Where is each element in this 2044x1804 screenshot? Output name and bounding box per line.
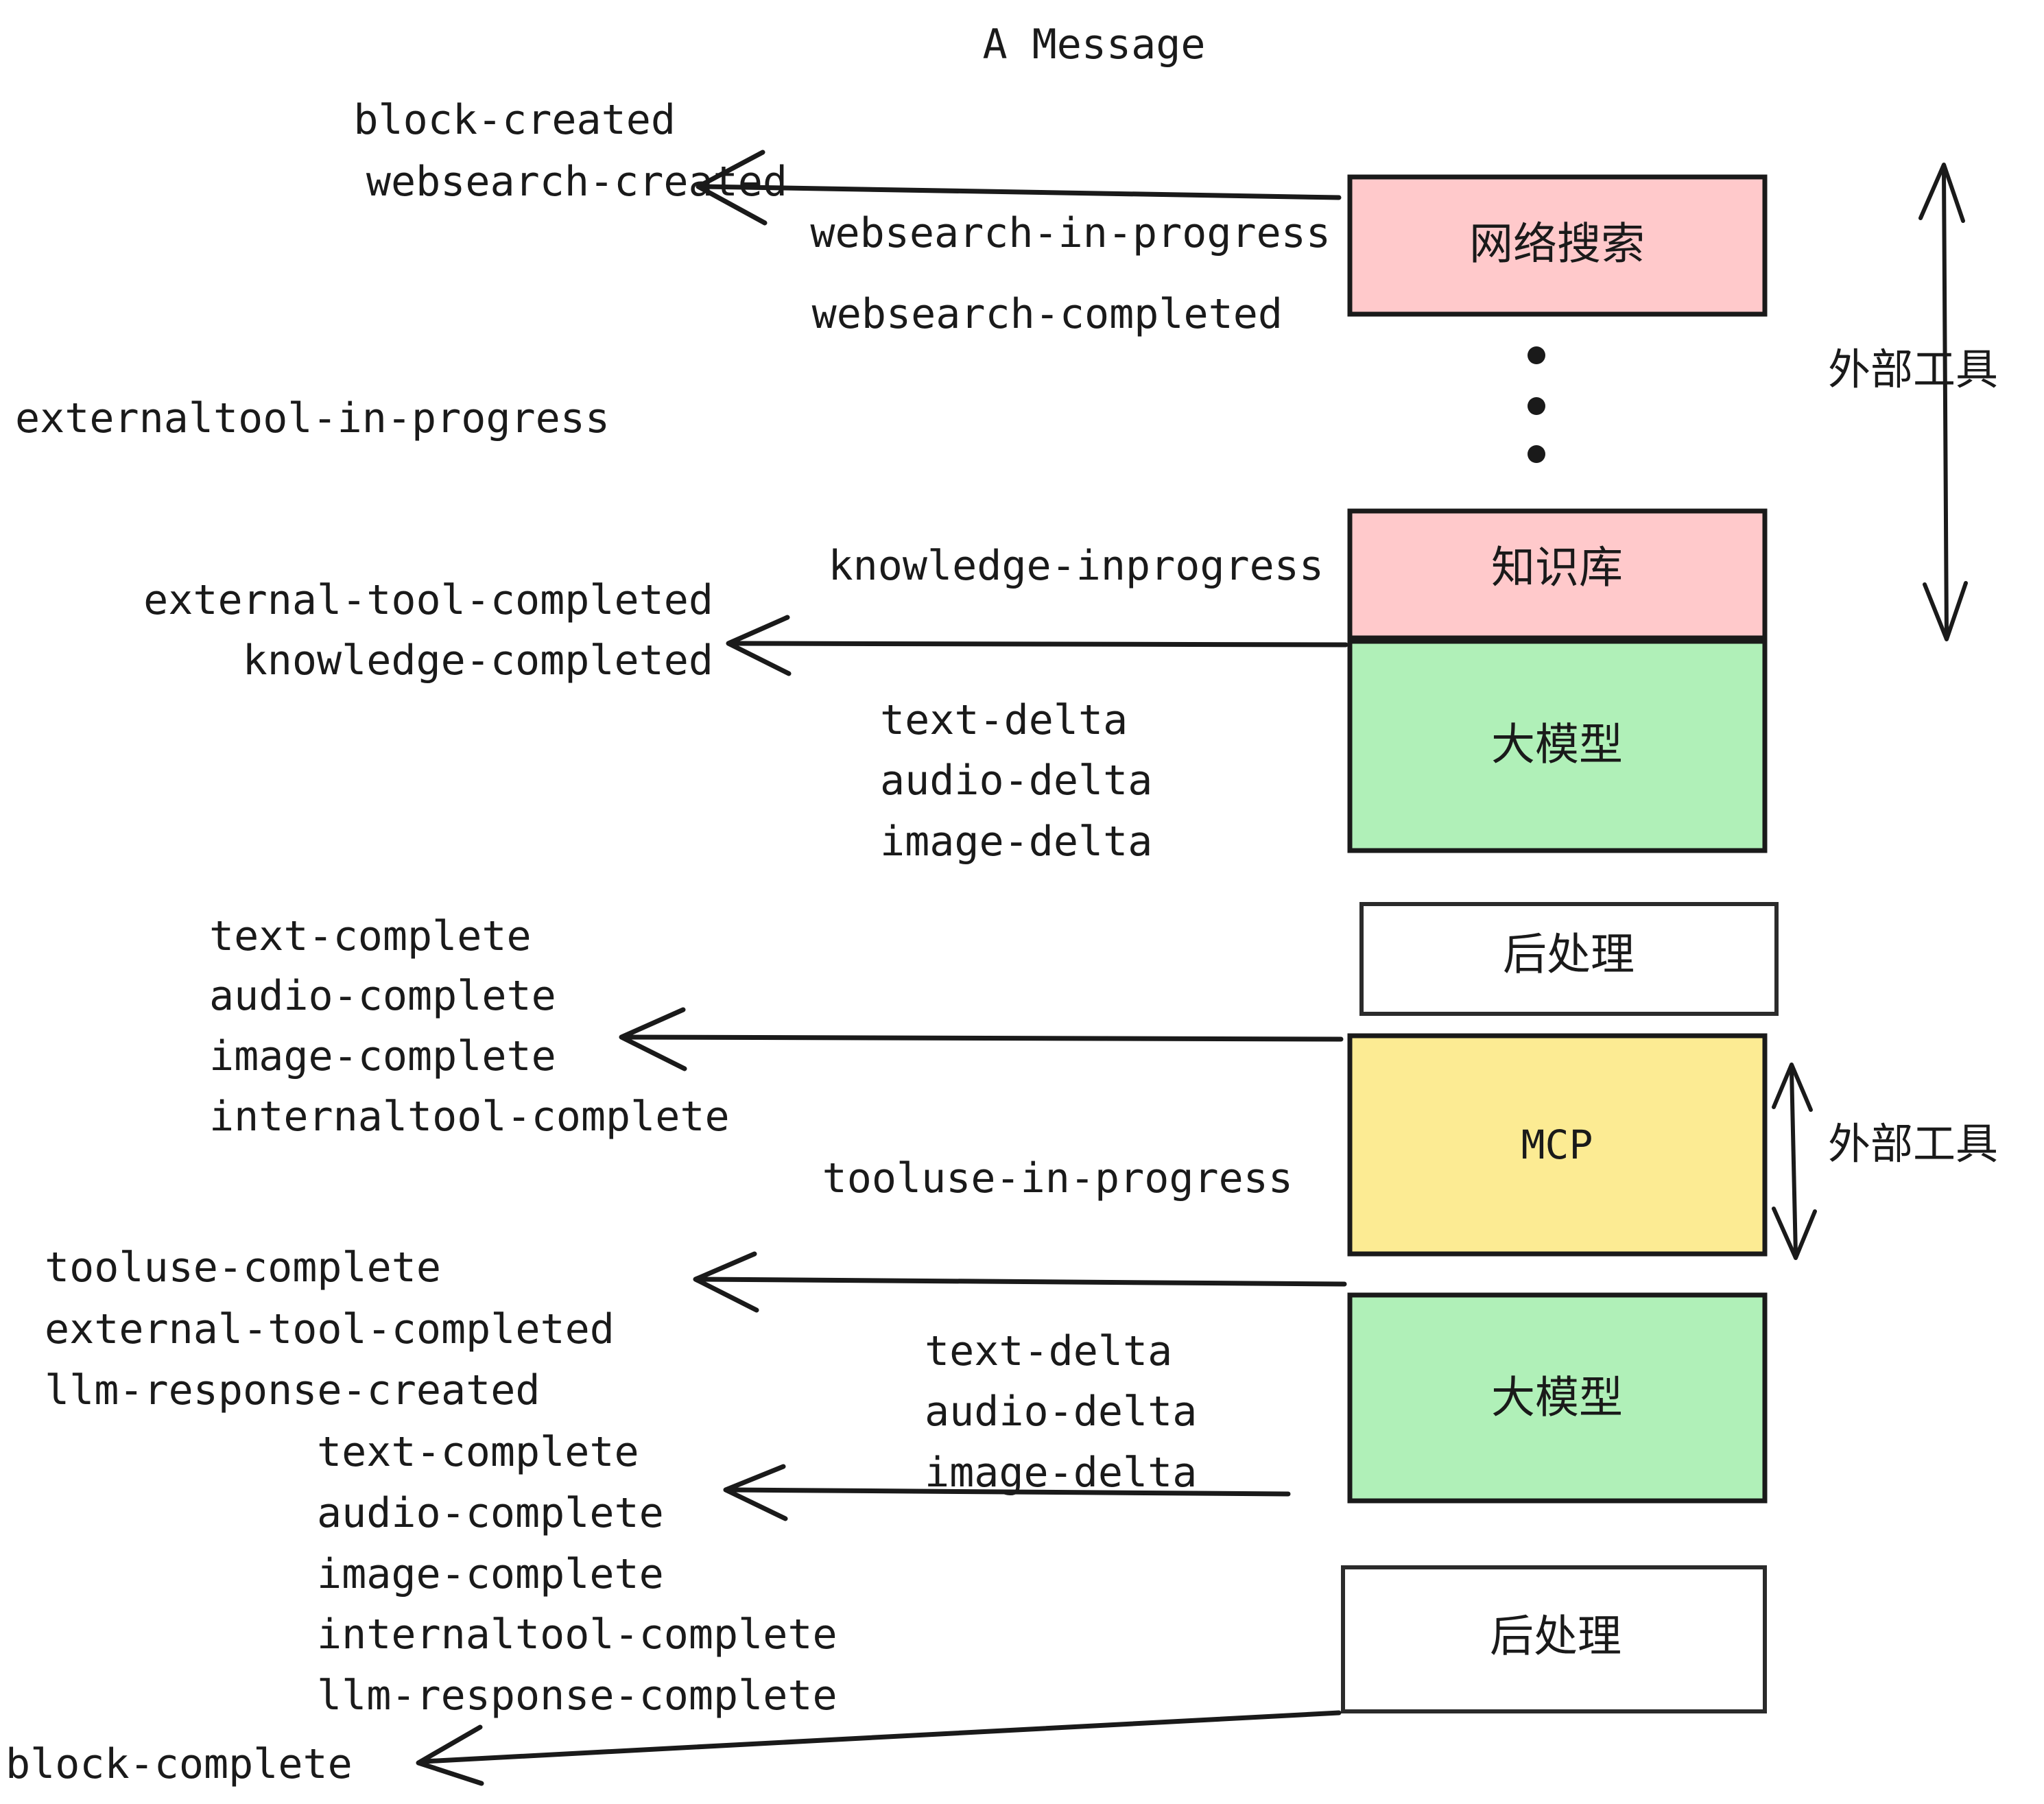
event-text-complete-2: text-complete bbox=[317, 1428, 639, 1476]
node-llm-top[interactable]: 大模型 bbox=[1347, 639, 1768, 853]
arrow-mcp-to-image-complete bbox=[619, 1007, 1344, 1071]
arrow-llm-bottom-to-tooluse-complete bbox=[693, 1251, 1347, 1313]
event-websearch-in-progress: websearch-in-progress bbox=[810, 209, 1331, 257]
page-title: A Message bbox=[982, 21, 1205, 69]
event-image-delta-1: image-delta bbox=[880, 818, 1152, 866]
node-websearch-rect bbox=[1347, 174, 1768, 317]
event-internaltool-complete-2: internaltool-complete bbox=[317, 1611, 837, 1659]
node-mcp-rect bbox=[1347, 1033, 1768, 1257]
event-externaltool-in-progress: externaltool-in-progress bbox=[15, 394, 610, 442]
node-knowledge-rect bbox=[1347, 508, 1768, 641]
event-text-complete-1: text-complete bbox=[209, 912, 532, 960]
event-internaltool-complete-1: internaltool-complete bbox=[209, 1093, 730, 1141]
event-audio-complete-1: audio-complete bbox=[209, 972, 556, 1020]
event-audio-delta-2: audio-delta bbox=[925, 1388, 1197, 1436]
external-tools-top-label: 外部工具 bbox=[1828, 344, 1998, 394]
arrow-llm-bottom-to-audio-complete bbox=[723, 1464, 1291, 1521]
event-audio-delta-1: audio-delta bbox=[880, 757, 1152, 805]
node-knowledge[interactable]: 知识库 bbox=[1347, 508, 1768, 641]
external-tools-top-arrow bbox=[1918, 163, 1968, 641]
external-tools-bottom-arrow bbox=[1772, 1063, 1817, 1260]
node-websearch-label: 网络搜索 bbox=[1469, 219, 1645, 270]
node-mcp-label: MCP bbox=[1521, 1121, 1593, 1168]
node-llm-bottom-rect bbox=[1347, 1292, 1768, 1504]
event-image-delta-2: image-delta bbox=[925, 1449, 1197, 1497]
event-websearch-created: websearch-created bbox=[366, 158, 787, 206]
node-postprocess-top-rect bbox=[1359, 902, 1779, 1016]
node-websearch[interactable]: 网络搜索 bbox=[1347, 174, 1768, 317]
node-llm-top-label: 大模型 bbox=[1491, 720, 1623, 771]
ellipsis-dots bbox=[1528, 346, 1545, 463]
event-text-delta-2: text-delta bbox=[925, 1327, 1172, 1375]
arrow-postprocess-to-block-complete bbox=[416, 1710, 1342, 1786]
event-image-complete-2: image-complete bbox=[317, 1550, 664, 1598]
event-external-tool-completed-1: external-tool-completed bbox=[143, 576, 713, 624]
node-llm-bottom[interactable]: 大模型 bbox=[1347, 1292, 1768, 1504]
event-knowledge-inprogress: knowledge-inprogress bbox=[829, 542, 1324, 590]
event-audio-complete-2: audio-complete bbox=[317, 1489, 664, 1537]
event-text-delta-1: text-delta bbox=[880, 696, 1128, 744]
event-websearch-completed: websearch-completed bbox=[812, 290, 1283, 338]
event-tooluse-complete: tooluse-complete bbox=[45, 1244, 441, 1292]
event-llm-response-complete: llm-response-complete bbox=[317, 1672, 837, 1720]
event-llm-response-created: llm-response-created bbox=[45, 1366, 540, 1414]
node-postprocess-top-label: 后处理 bbox=[1503, 930, 1635, 981]
node-llm-bottom-label: 大模型 bbox=[1491, 1373, 1623, 1424]
arrow-llm-to-knowledge-completed bbox=[726, 615, 1348, 676]
node-llm-top-rect bbox=[1347, 639, 1768, 853]
node-mcp[interactable]: MCP bbox=[1347, 1033, 1768, 1257]
event-block-complete: block-complete bbox=[5, 1740, 353, 1788]
event-tooluse-in-progress: tooluse-in-progress bbox=[822, 1154, 1293, 1202]
event-block-created: block-created bbox=[353, 96, 676, 144]
arrow-websearch-to-created bbox=[696, 150, 1342, 226]
node-postprocess-top[interactable]: 后处理 bbox=[1359, 902, 1779, 1016]
external-tools-bottom-label: 外部工具 bbox=[1828, 1119, 1998, 1169]
event-image-complete-1: image-complete bbox=[209, 1032, 556, 1080]
event-knowledge-completed: knowledge-completed bbox=[243, 637, 713, 685]
node-postprocess-bottom-rect bbox=[1341, 1565, 1767, 1713]
node-postprocess-bottom[interactable]: 后处理 bbox=[1341, 1565, 1767, 1713]
node-postprocess-bottom-label: 后处理 bbox=[1490, 1612, 1621, 1663]
event-external-tool-completed-2: external-tool-completed bbox=[45, 1305, 615, 1353]
node-knowledge-label: 知识库 bbox=[1491, 543, 1623, 594]
